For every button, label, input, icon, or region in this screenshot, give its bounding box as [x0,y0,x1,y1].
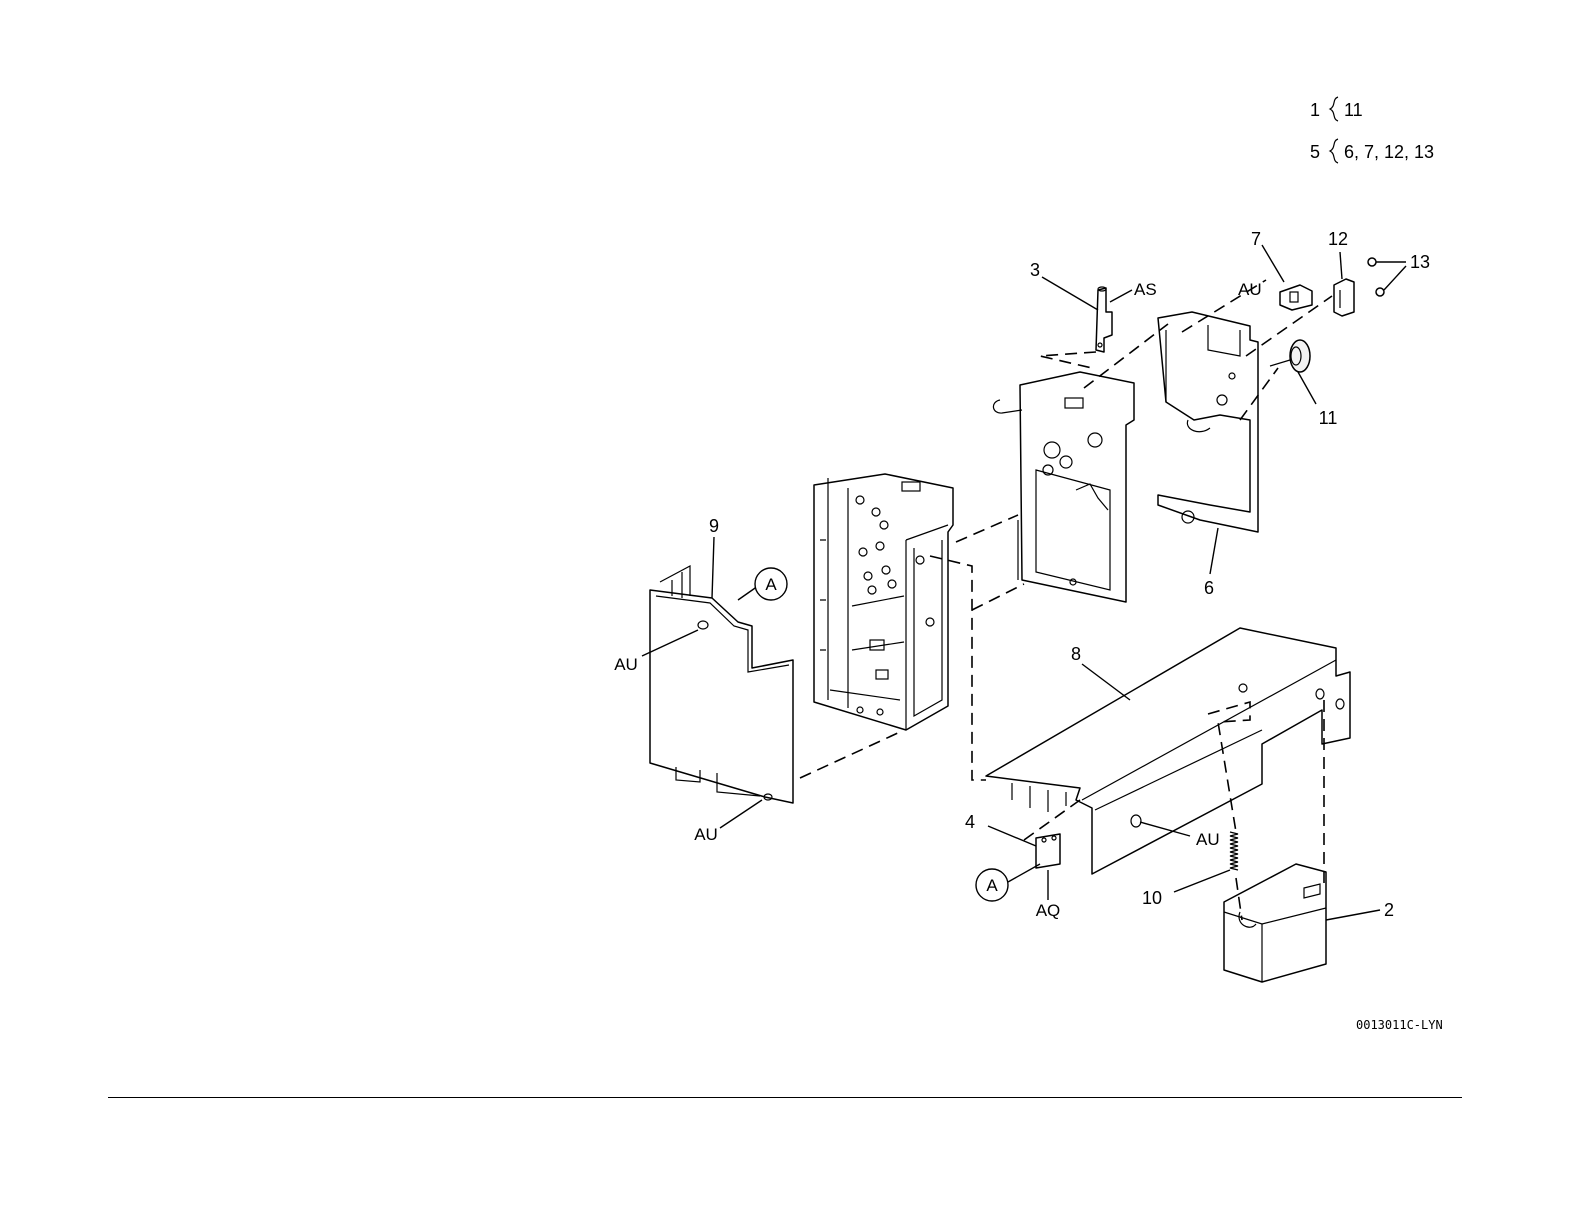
label-aq: AQ [1036,901,1061,920]
part-11-gear [1270,340,1310,372]
label-au-left: AU [614,655,638,674]
kit-1-brace [1330,97,1338,121]
label-part-2: 2 [1384,900,1394,920]
part-13-screws [1368,258,1384,296]
label-part-7: 7 [1251,229,1261,249]
kit-5-number: 5 [1310,142,1320,162]
reference-a-lower-label: A [986,876,998,895]
label-part-8: 8 [1071,644,1081,664]
reference-a-upper: A [755,568,787,600]
part-2-block [1224,864,1326,982]
label-part-11: 11 [1319,408,1338,428]
label-as: AS [1134,280,1157,299]
kit-5-brace [1330,139,1338,163]
reference-a-upper-label: A [765,575,777,594]
part-4-bracket [1036,834,1060,868]
label-au-top: AU [1238,280,1262,299]
main-frame [814,474,953,730]
kit-legend: 1 11 5 6, 7, 12, 13 [1310,97,1434,163]
part-12-clamp [1334,279,1354,316]
part-6-bracket [1158,312,1258,532]
label-part-4: 4 [965,812,975,832]
footer-rule [108,1097,1462,1098]
label-au-bottom: AU [694,825,718,844]
part-3-actuator [1096,287,1112,352]
kit-1-number: 1 [1310,100,1320,120]
part-7-sensor [1280,285,1312,310]
label-au-right: AU [1196,830,1220,849]
label-part-6: 6 [1204,578,1214,598]
label-part-9: 9 [709,516,719,536]
side-plate [993,372,1134,602]
label-part-13: 13 [1410,252,1430,272]
figure-id: 0013011C-LYN [1356,1018,1443,1032]
reference-a-lower: A [976,869,1008,901]
label-part-12: 12 [1328,229,1348,249]
part-9-cover [650,566,793,803]
label-part-3: 3 [1030,260,1040,280]
part-10-spring [1230,832,1238,870]
kit-1-members: 11 [1344,100,1363,120]
kit-5-members: 6, 7, 12, 13 [1344,142,1434,162]
label-part-10: 10 [1142,888,1162,908]
